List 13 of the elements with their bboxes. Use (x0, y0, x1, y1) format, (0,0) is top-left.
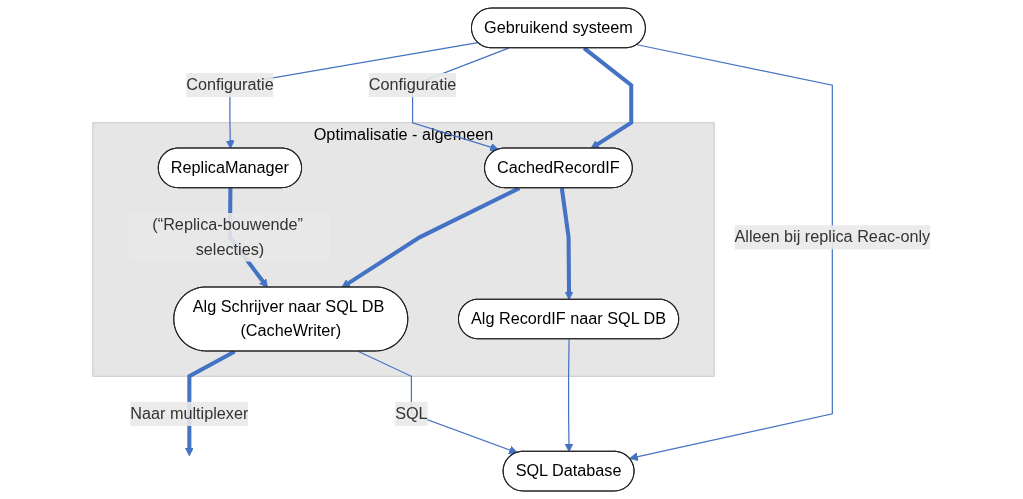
edge-label: Naar multiplexer (130, 404, 249, 422)
edge-label: (“Replica-bouwende” selecties) (152, 216, 303, 258)
arrow (341, 186, 521, 288)
arrow (357, 350, 518, 455)
edge-label: Configuratie (368, 76, 457, 94)
arrow (629, 44, 833, 462)
arrow (559, 187, 574, 301)
edge-label: SQL (395, 404, 428, 422)
edge-label: Alleen bij replica Reac-only (734, 228, 931, 246)
arrow (582, 46, 634, 149)
arrow (564, 338, 574, 453)
arrow (225, 41, 479, 149)
edge-label: Configuratie (186, 76, 274, 94)
